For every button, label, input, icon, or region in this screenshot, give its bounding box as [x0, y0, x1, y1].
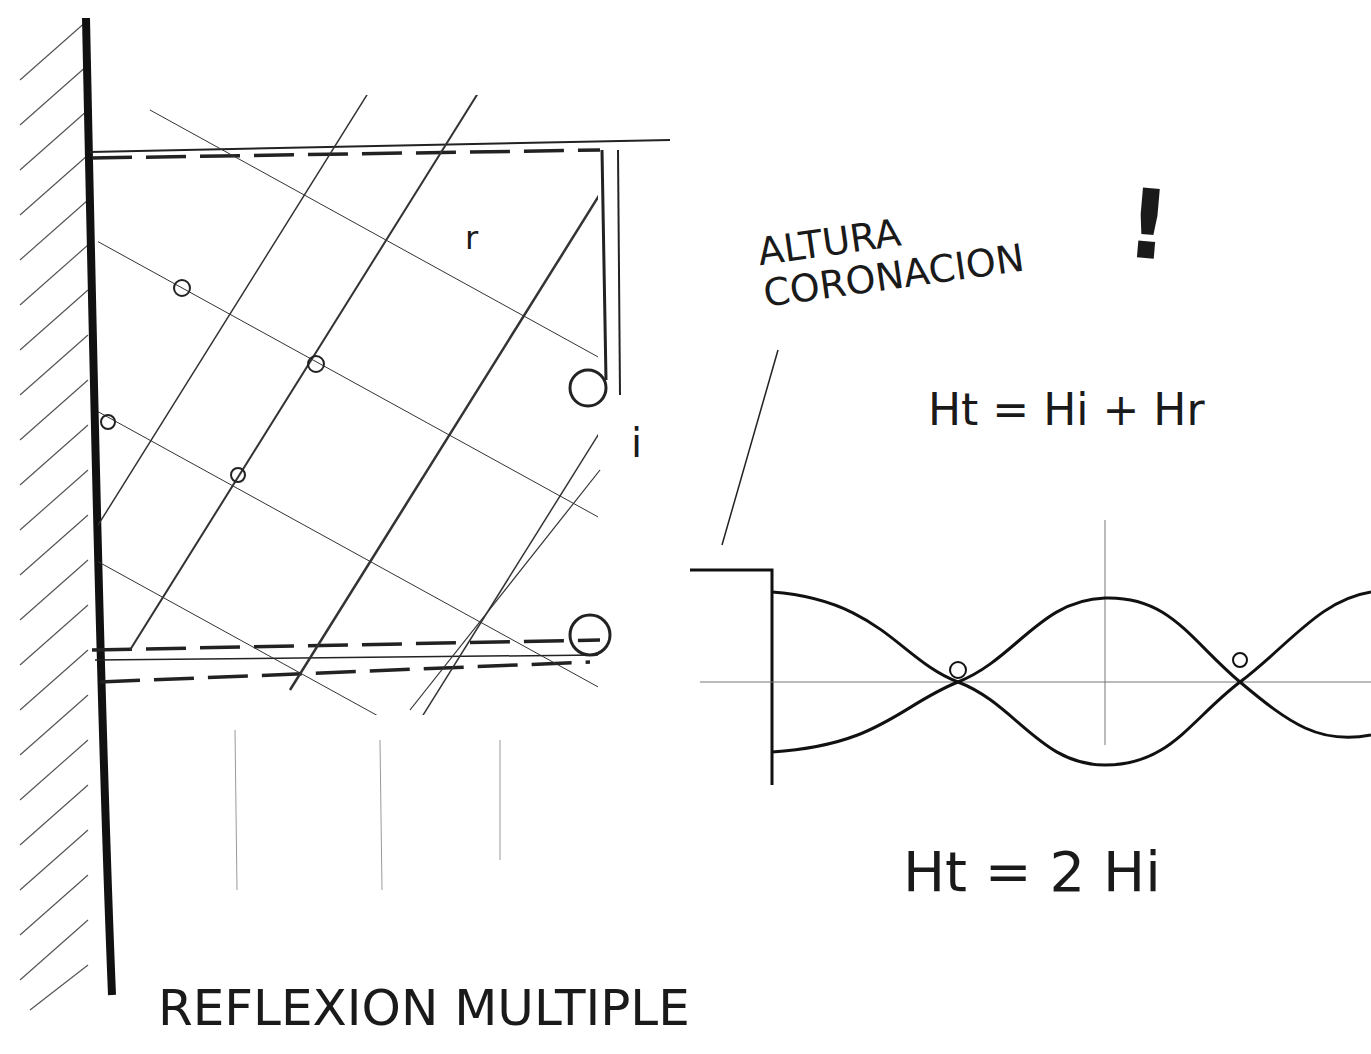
- leader-line: [722, 350, 778, 545]
- height-formula: Ht = 2 Hi: [900, 840, 1164, 904]
- wave-label: r: [462, 220, 481, 257]
- height-formula: Ht = Hi + Hr: [925, 385, 1208, 435]
- wave-label: i: [628, 420, 645, 466]
- standing-wave: [690, 520, 1371, 785]
- wall-hatch: [20, 20, 88, 1010]
- quay-wall: [86, 18, 112, 995]
- figure-caption: REFLEXION MULTIPLE: [155, 980, 693, 1037]
- incoming-crest: [410, 470, 600, 710]
- faint-lines: [235, 730, 500, 890]
- upper-breakwater: [90, 140, 670, 406]
- lower-breakwater: [92, 615, 610, 682]
- exclamation-mark: !: [1119, 170, 1178, 282]
- node-marks: [101, 280, 324, 482]
- wave-crests: [98, 95, 598, 715]
- crest-height-note: ALTURA CORONACION: [752, 185, 1097, 317]
